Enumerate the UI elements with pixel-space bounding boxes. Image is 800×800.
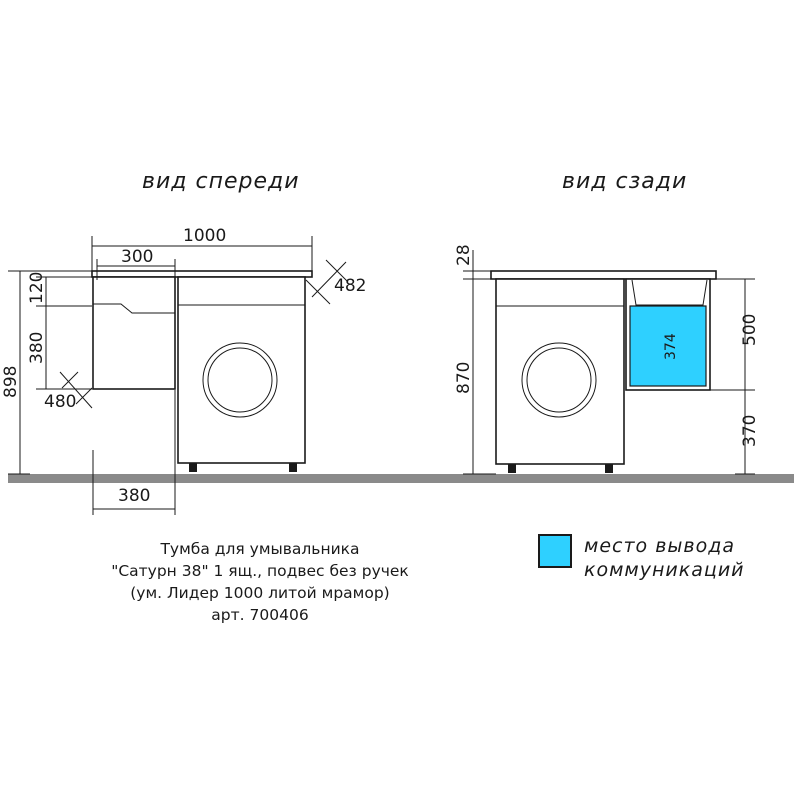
legend: место вывода коммуникаций <box>538 534 745 582</box>
dim-drawer-top-120: 120 <box>27 272 47 304</box>
back-countertop <box>490 270 717 280</box>
dim-height-898: 898 <box>1 366 21 398</box>
caption-line-3: (ум. Лидер 1000 литой мрамор) <box>130 584 390 602</box>
back-view-title: вид сзади <box>562 169 687 194</box>
back-machine-door-inner <box>526 347 592 413</box>
legend-swatch <box>538 534 572 568</box>
front-machine-foot-right <box>289 463 297 472</box>
front-machine-foot-left <box>189 463 197 472</box>
dim-depth-482: 482 <box>334 276 366 296</box>
front-washing-machine <box>177 276 306 464</box>
back-machine-foot-left <box>508 464 516 473</box>
dim-gap-370: 370 <box>740 415 760 447</box>
front-machine-door-inner <box>207 347 273 413</box>
back-machine-foot-right <box>605 464 613 473</box>
dim-drawer-depth-480: 480 <box>44 392 76 412</box>
back-washing-machine <box>495 278 625 465</box>
legend-line-2: коммуникаций <box>584 559 745 581</box>
dim-drawer-height-380: 380 <box>27 332 47 364</box>
caption-line-4: арт. 700406 <box>211 606 309 624</box>
back-sink-bowl <box>631 279 708 306</box>
legend-label: место вывода коммуникаций <box>584 534 745 582</box>
legend-line-1: место вывода <box>584 535 736 557</box>
back-outlet-zone <box>629 305 707 387</box>
dim-width-1000: 1000 <box>183 226 226 246</box>
back-view: 374 28 870 500 370 <box>454 244 760 475</box>
caption-line-2: "Сатурн 38" 1 ящ., подвес без ручек <box>111 562 409 580</box>
front-drawer-front <box>93 303 175 314</box>
front-countertop <box>91 270 313 278</box>
caption-line-1: Тумба для умывальника <box>160 540 360 558</box>
floor <box>8 474 794 483</box>
dim-line-480 <box>59 371 93 409</box>
product-caption: Тумба для умывальника "Сатурн 38" 1 ящ.,… <box>60 538 460 626</box>
front-hanging-cabinet <box>92 276 176 390</box>
front-machine-door-outer <box>202 342 278 418</box>
front-view: 1000 300 482 898 120 380 480 3 <box>1 226 366 515</box>
back-machine-door-outer <box>521 342 597 418</box>
dim-cabinet-width-380: 380 <box>118 486 150 506</box>
dim-cabinet-500: 500 <box>740 314 760 346</box>
dim-outlet-374: 374 <box>663 333 679 360</box>
dim-top-28: 28 <box>454 244 474 266</box>
dim-height-870: 870 <box>454 362 474 394</box>
dim-sink-300: 300 <box>121 247 153 267</box>
front-view-title: вид спереди <box>142 169 300 194</box>
